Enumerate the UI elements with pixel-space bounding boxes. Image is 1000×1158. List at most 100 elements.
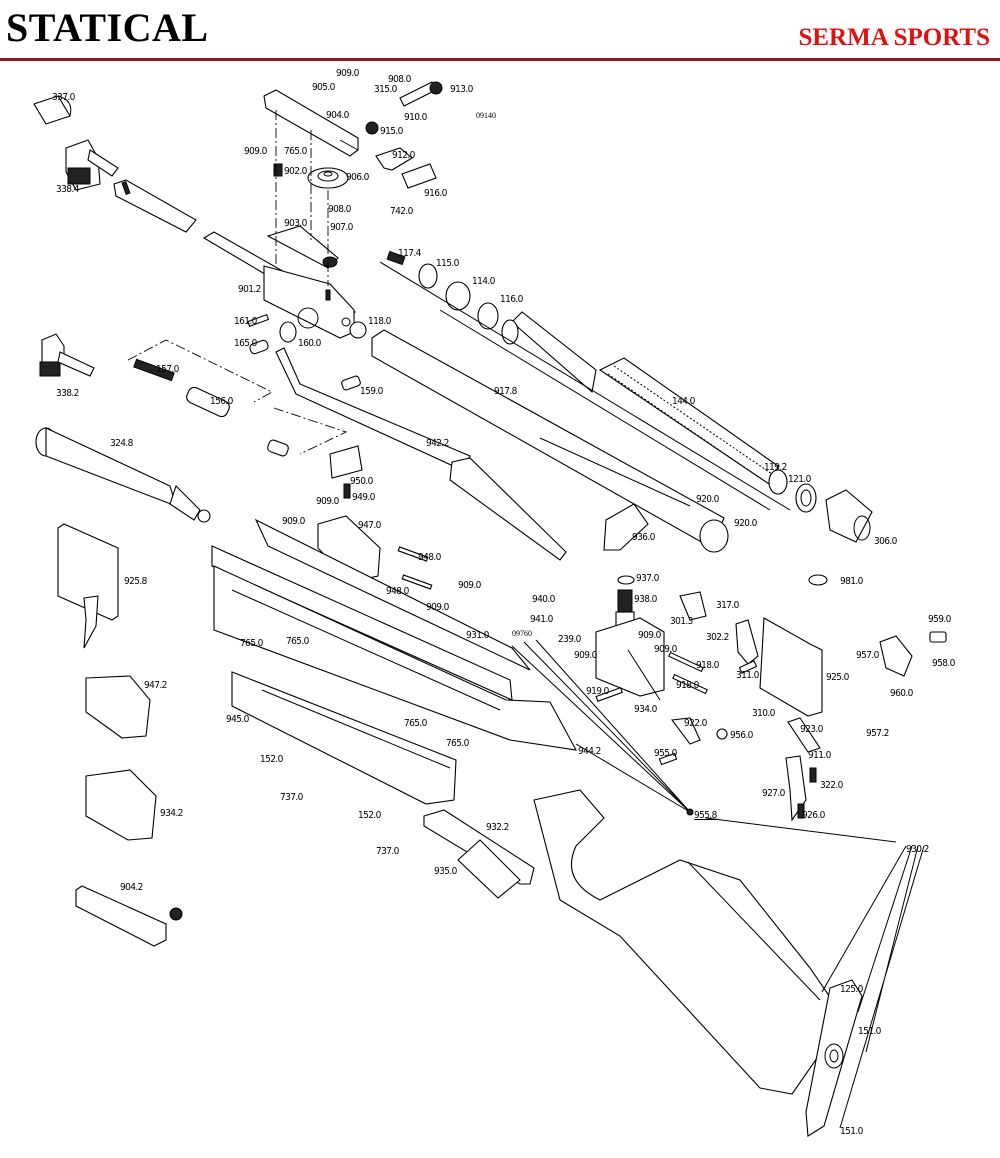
part-label: 161.0	[234, 316, 258, 327]
spring-926	[797, 803, 805, 819]
pin-919	[595, 686, 623, 702]
elevation-wheel	[307, 167, 349, 189]
brand-name: SERMA SPORTS	[798, 24, 990, 51]
part-label: 910.0	[404, 112, 428, 123]
clip-981	[808, 574, 828, 586]
washer-160	[279, 321, 297, 343]
part-label: 737.0	[376, 846, 400, 857]
part-label: 948.0	[386, 586, 410, 597]
part-label: 151.0	[840, 1126, 864, 1137]
part-label: 906.0	[346, 172, 370, 183]
part-label: 338.2	[56, 388, 79, 399]
bracket-922	[670, 717, 701, 745]
part-label: 918.0	[696, 660, 720, 671]
part-label: 765.0	[404, 718, 428, 729]
rear-sight-338-2	[39, 333, 95, 377]
part-label: 115.0	[436, 258, 460, 269]
part-label: 918.0	[676, 680, 700, 691]
page-header: STATICAL SERMA SPORTS	[0, 0, 1000, 61]
piston-washer-114	[445, 281, 471, 311]
part-label: 949.0	[352, 492, 376, 503]
rear-sight-nut	[365, 121, 379, 135]
trigger-unit-925-8	[57, 523, 119, 649]
part-label: 938.0	[634, 594, 658, 605]
model-title: STATICAL	[6, 5, 209, 50]
spring-157	[133, 358, 175, 382]
rear-sight-mount	[266, 225, 339, 269]
stock-944	[533, 789, 839, 1095]
breech-seal-118	[349, 321, 367, 339]
part-label: 317.0	[716, 600, 740, 611]
part-label: 920.0	[734, 518, 758, 529]
part-label: 960.0	[890, 688, 914, 699]
part-label: 239.0	[558, 634, 582, 645]
trigger-housing-934	[595, 617, 665, 701]
lever-302	[735, 619, 759, 665]
part-label: 934.2	[160, 808, 183, 819]
part-label: 948.0	[418, 552, 442, 563]
part-label: 957.0	[856, 650, 880, 661]
part-label: 765.0	[286, 636, 310, 647]
part-label: 311.0	[736, 670, 760, 681]
part-label: 159.0	[360, 386, 384, 397]
pins-948	[397, 546, 433, 590]
elevation-screw	[399, 81, 443, 107]
part-label: 935.0	[434, 866, 458, 877]
tap-part	[267, 439, 289, 457]
part-label: 911.0	[808, 750, 832, 761]
part-label: 310.0	[752, 708, 776, 719]
pin-311	[738, 660, 758, 674]
part-label: 908.0	[388, 74, 412, 85]
part-label: 315.0	[374, 84, 398, 95]
part-label: 165.0	[234, 338, 258, 349]
part-label: 920.0	[696, 494, 720, 505]
part-label: 742.0	[390, 206, 414, 217]
butt-pad-125	[805, 979, 863, 1137]
part-label: 915.0	[380, 126, 404, 137]
part-label: 959.0	[928, 614, 952, 625]
end-cap-306	[825, 489, 873, 543]
part-label: 932.2	[486, 822, 509, 833]
part-label: 119.2	[764, 462, 787, 473]
part-label: 737.0	[280, 792, 304, 803]
front-sight-hood	[33, 95, 72, 125]
part-label: 114.0	[472, 276, 496, 287]
part-label: 116.0	[500, 294, 524, 305]
spring-902	[273, 163, 283, 177]
part-label: 765.0	[284, 146, 308, 157]
trigger-guard-945	[231, 671, 457, 805]
rear-sight-base-904-2	[75, 885, 183, 947]
part-label: 912.0	[392, 150, 416, 161]
pins-918	[668, 651, 708, 695]
spring-guide-119	[768, 469, 788, 495]
part-label: 09140	[476, 111, 496, 120]
part-label: 941.0	[530, 614, 554, 625]
part-label: 940.0	[532, 594, 556, 605]
part-label: 955.0	[654, 748, 678, 759]
part-label: 902.0	[284, 166, 308, 177]
part-label: 322.0	[820, 780, 844, 791]
part-label: 942.2	[426, 438, 449, 449]
part-label: 338.4	[56, 184, 80, 195]
part-label: 901.2	[238, 284, 261, 295]
part-label: 926.0	[802, 810, 826, 821]
part-label: 923.0	[800, 724, 824, 735]
tap-plunger-156	[186, 386, 230, 418]
part-label: 904.2	[120, 882, 143, 893]
end-plug-screw	[386, 250, 406, 266]
part-label: 925.8	[124, 576, 148, 587]
front-sight-assembly	[65, 139, 119, 191]
part-label: 934.0	[634, 704, 658, 715]
part-label: 922.0	[684, 718, 708, 729]
sear-assembly-947-2	[85, 675, 151, 739]
cocking-link-pin	[341, 375, 361, 391]
part-label: 937.0	[636, 573, 660, 584]
plate-936	[603, 503, 649, 551]
screw-949	[343, 483, 351, 499]
part-label: 909.0	[336, 68, 360, 79]
cocking-lever	[275, 347, 567, 561]
part-label: 157.0	[156, 364, 180, 375]
part-label: 956.0	[730, 730, 754, 741]
part-label: 930.2	[906, 844, 929, 855]
screw-959	[929, 631, 947, 643]
